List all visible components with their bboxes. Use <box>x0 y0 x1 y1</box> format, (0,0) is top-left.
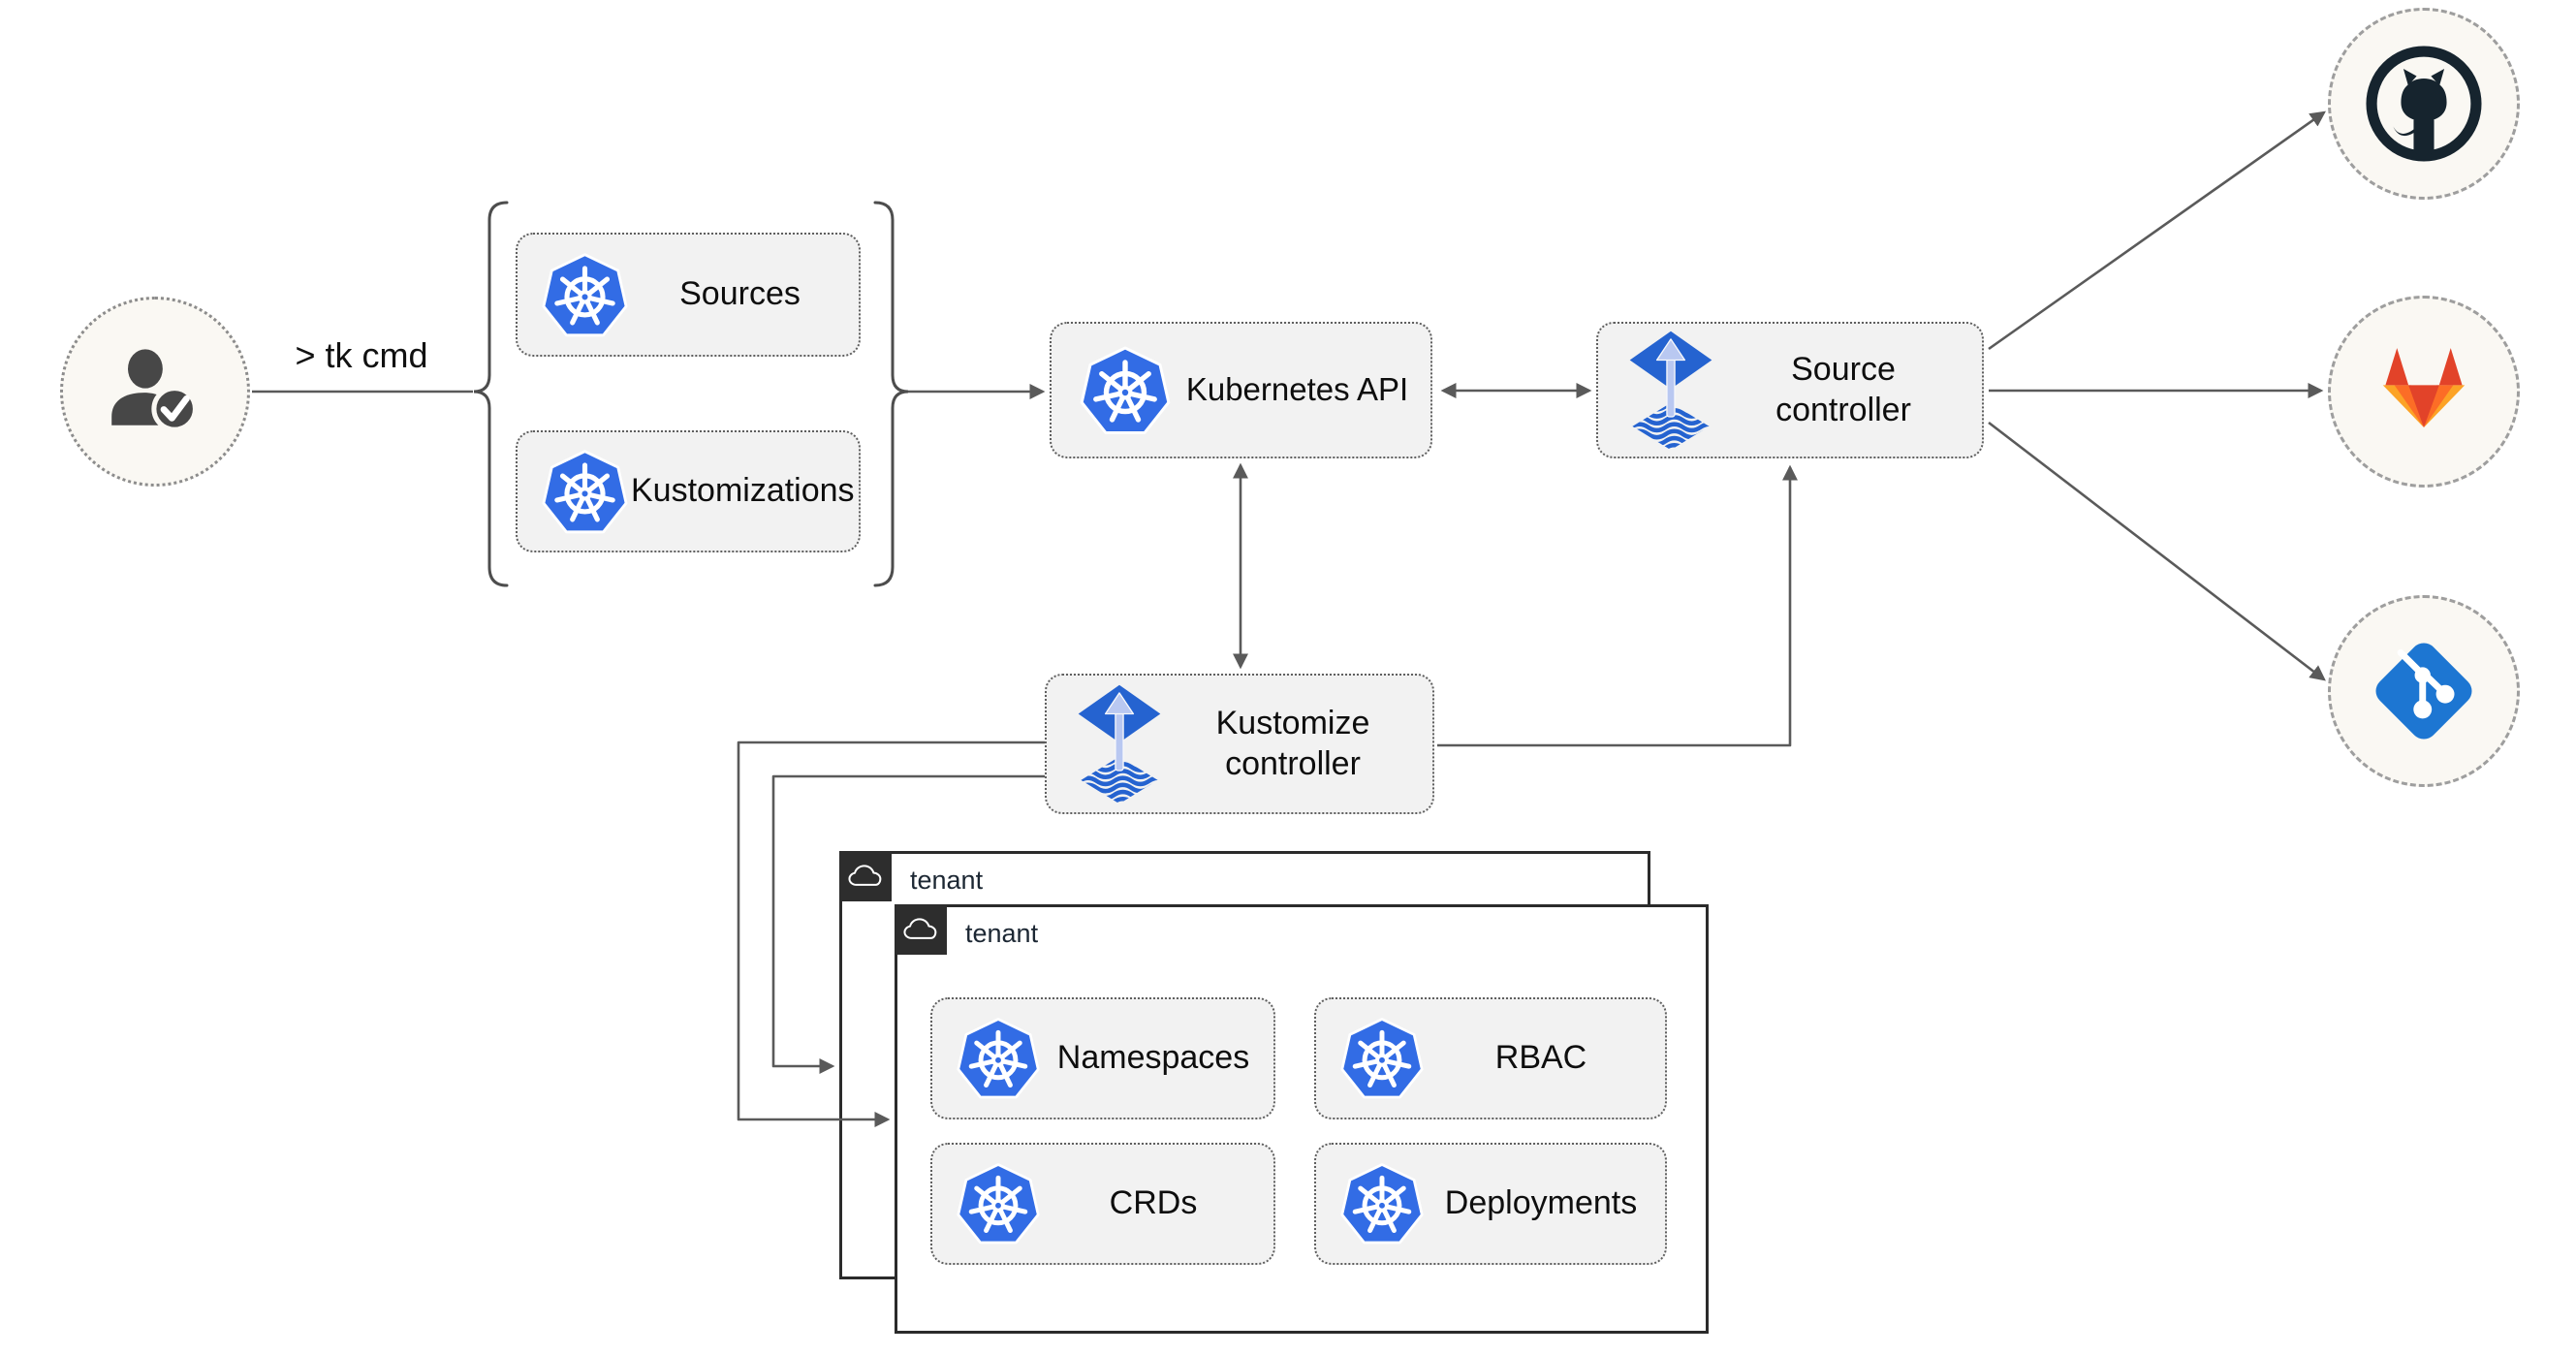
kubernetes-icon <box>954 1014 1043 1103</box>
crds-box: CRDs <box>930 1143 1275 1265</box>
rbac-label: RBAC <box>1494 1039 1587 1077</box>
tenant-back-label: tenant <box>910 866 984 895</box>
namespaces-box: Namespaces <box>930 997 1275 1119</box>
kubernetes-icon <box>1337 1014 1427 1103</box>
left-curly-brace <box>473 201 509 587</box>
kubernetes-icon <box>539 446 631 538</box>
git-provider-circle <box>2328 595 2520 787</box>
kustomizations-label: Kustomizations <box>631 472 855 510</box>
namespaces-label: Namespaces <box>1056 1039 1250 1077</box>
right-curly-brace <box>873 201 909 587</box>
kustomize-controller-label: Kustomize controller <box>1215 705 1370 782</box>
github-provider-circle <box>2328 8 2520 200</box>
sources-label: Sources <box>679 275 801 313</box>
kubernetes-api-label: Kubernetes API <box>1185 371 1409 408</box>
arrow-source-controller-to-git <box>1988 421 2326 681</box>
tenant-front-label: tenant <box>965 919 1039 948</box>
user-check-icon <box>101 337 209 446</box>
github-icon <box>2364 44 2484 164</box>
flux-icon <box>1627 330 1714 452</box>
crds-label: CRDs <box>1109 1184 1198 1222</box>
cloud-icon <box>895 904 947 955</box>
gitlab-provider-circle <box>2328 296 2520 488</box>
cloud-icon <box>839 851 892 901</box>
kubernetes-api-box: Kubernetes API <box>1050 322 1432 458</box>
kubernetes-icon <box>1077 342 1174 439</box>
git-icon <box>2363 630 2485 752</box>
kubernetes-icon <box>954 1159 1043 1248</box>
kustomizations-box: Kustomizations <box>516 430 861 552</box>
kubernetes-icon <box>539 249 631 341</box>
flux-icon <box>1076 683 1163 805</box>
kustomize-controller-box: Kustomize controller <box>1045 674 1434 814</box>
source-controller-label: Source controller <box>1775 351 1911 428</box>
deployments-box: Deployments <box>1314 1143 1667 1265</box>
arrow-kustomize-to-source-controller <box>1437 464 1799 747</box>
user-avatar <box>60 297 250 487</box>
sources-box: Sources <box>516 233 861 357</box>
arrow-source-controller-to-github <box>1988 110 2326 351</box>
cli-command-label: > tk cmd <box>295 335 428 375</box>
deployments-label: Deployments <box>1444 1184 1638 1222</box>
source-controller-box: Source controller <box>1596 322 1984 458</box>
kubernetes-icon <box>1337 1159 1427 1248</box>
gitlab-icon <box>2360 328 2488 456</box>
rbac-box: RBAC <box>1314 997 1667 1119</box>
